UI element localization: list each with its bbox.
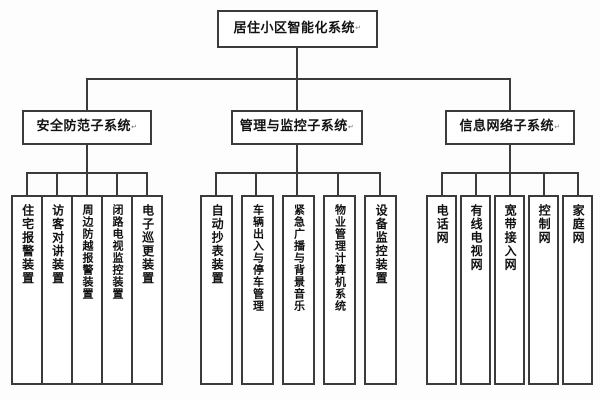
connector-leaf-drop-m3 [296,172,298,195]
leaf-label-s1: 住宅报警装置 [20,204,35,285]
leaf-node-s2[interactable]: 访客对讲装置 [41,195,73,385]
branch-mark-security: ↵ [131,122,138,131]
connector-leaf-drop-m2 [255,172,257,195]
branch-node-security[interactable]: 安全防范子系统↵ [22,110,152,145]
connector-leaf-drop-m5 [379,172,381,195]
connector-drop-security [86,78,88,110]
connector-leaf-drop-s1 [26,172,28,195]
connector-leaf-drop-m4 [337,172,339,195]
branch-mark-management: ↵ [347,122,355,131]
leaf-label-s2: 访客对讲装置 [50,204,65,285]
connector-leaf-drop-n1 [441,172,443,195]
branch-mark-network: ↵ [554,122,561,131]
connector-leaf-drop-n4 [543,172,545,195]
branch-label-network: 信息网络子系统 [459,119,555,135]
leaf-node-s4[interactable]: 闭路电视监控装置 [101,195,133,385]
leaf-label-s3: 周边防越报警装置 [81,204,95,300]
leaf-node-m1[interactable]: 自动抄表装置 [200,195,233,385]
leaf-node-m3[interactable]: 紧急广播与背景音乐 [282,195,315,385]
connector-drop-management [296,78,298,110]
leaf-node-n5[interactable]: 家庭网 [562,195,593,385]
leaf-node-n3[interactable]: 宽带接入网 [494,195,525,385]
branch-label-management: 管理与监控子系统 [239,119,348,135]
leaf-label-n4: 控制网 [537,204,552,245]
connector-leaf-drop-s5 [146,172,148,195]
connector-leaf-drop-s2 [56,172,58,195]
leaf-node-m2[interactable]: 车辆出入与停车管理 [241,195,274,385]
leaf-label-m4: 物业管理计算机系统 [333,204,347,312]
leaf-node-s3[interactable]: 周边防越报警装置 [71,195,103,385]
connector-level2-bus [86,78,511,80]
connector-leaf-drop-n2 [475,172,477,195]
leaf-label-s5: 电子巡更装置 [140,204,155,285]
root-node-label: 居住小区智能化系统 [233,20,356,36]
leaf-node-m4[interactable]: 物业管理计算机系统 [323,195,356,385]
connector-bus-management [215,172,381,174]
connector-leaf-drop-m1 [215,172,217,195]
leaf-label-s4: 闭路电视监控装置 [111,204,125,300]
branch-node-network[interactable]: 信息网络子系统↵ [445,110,575,145]
leaf-node-n1[interactable]: 电话网 [426,195,457,385]
leaf-label-n2: 有线电视网 [469,204,484,272]
connector-root-stem [296,48,298,78]
connector-leaf-drop-s4 [116,172,118,195]
leaf-node-s1[interactable]: 住宅报警装置 [11,195,43,385]
connector-leaf-drop-n5 [577,172,579,195]
connector-stem-security [86,145,88,172]
leaf-label-n1: 电话网 [435,204,450,245]
branch-label-security: 安全防范子系统 [36,119,132,135]
root-node[interactable]: 居住小区智能化系统↵ [217,10,378,48]
leaf-label-m5: 设备监控装置 [374,204,389,285]
connector-drop-network [509,78,511,110]
connector-leaf-drop-s3 [86,172,88,195]
leaf-label-m3: 紧急广播与背景音乐 [292,204,306,312]
leaf-node-n4[interactable]: 控制网 [528,195,559,385]
leaf-node-m5[interactable]: 设备监控装置 [364,195,397,385]
connector-stem-management [296,145,298,172]
leaf-node-s5[interactable]: 电子巡更装置 [131,195,163,385]
root-node-mark: ↵ [355,24,362,33]
connector-leaf-drop-n3 [509,172,511,195]
leaf-node-n2[interactable]: 有线电视网 [460,195,491,385]
connector-stem-network [509,145,511,172]
leaf-label-n3: 宽带接入网 [503,204,518,272]
leaf-label-m1: 自动抄表装置 [210,204,225,285]
leaf-label-m2: 车辆出入与停车管理 [251,204,265,312]
leaf-label-n5: 家庭网 [571,204,586,245]
branch-node-management[interactable]: 管理与监控子系统↵ [231,110,363,145]
